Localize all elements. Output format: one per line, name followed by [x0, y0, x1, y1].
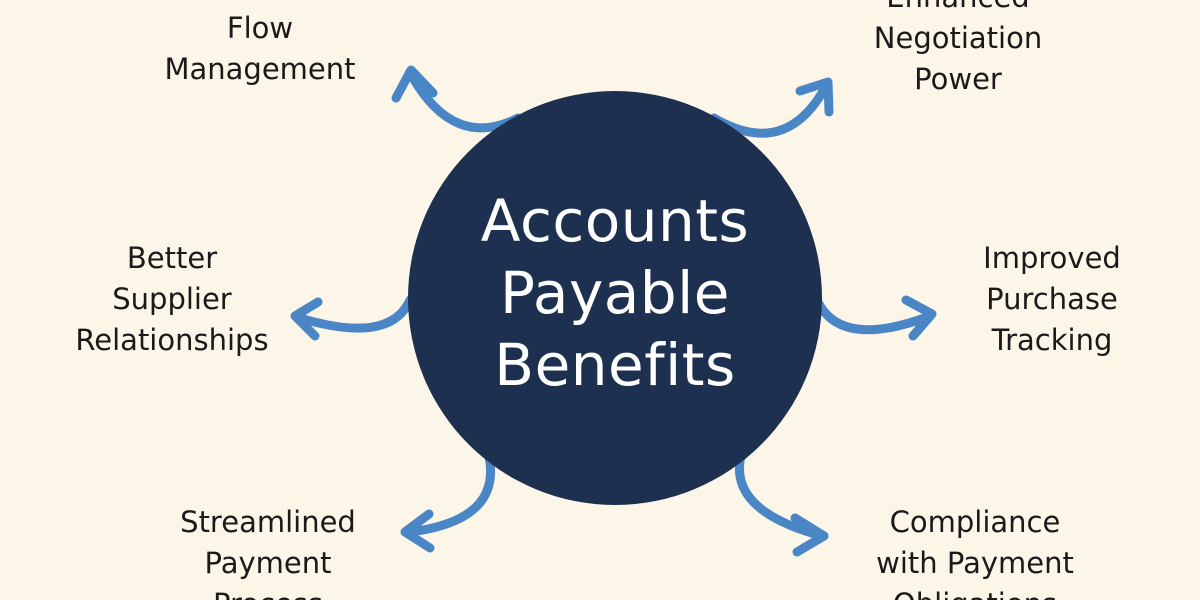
benefit-label-line: Supplier	[112, 282, 232, 316]
benefit-label-line: Relationships	[75, 323, 269, 357]
hub-title-line: Payable	[500, 259, 730, 327]
benefit-label-line: Payment	[204, 546, 332, 580]
benefit-label-line: Better	[126, 241, 218, 275]
arrow-to-streamlined-payment-process	[400, 447, 496, 553]
benefit-label-line: Management	[164, 52, 356, 86]
hub-title-line: Accounts	[480, 187, 750, 255]
arrow-to-better-supplier-relationships	[290, 295, 415, 341]
hub-title: Accounts Payable Benefits	[408, 185, 822, 401]
arrow-to-improved-purchase-tracking	[812, 295, 937, 341]
benefit-flow-management: Flow Management	[110, 8, 410, 90]
hub-title-line: Benefits	[494, 331, 736, 399]
benefit-label-line: Tracking	[991, 323, 1113, 357]
benefit-label-line: Obligations	[825, 584, 1125, 600]
benefit-label-line: Enhanced	[808, 0, 1108, 18]
benefit-label-line: with Payment	[876, 546, 1074, 580]
benefit-label-line: Compliance	[889, 505, 1061, 539]
benefit-streamlined-payment-process: Streamlined Payment Process	[118, 502, 418, 600]
arrow-to-flow-management	[391, 65, 523, 133]
benefit-label-line: Negotiation	[873, 21, 1043, 55]
benefit-label-line: Process	[118, 584, 418, 600]
benefit-enhanced-negotiation-power: Enhanced Negotiation Power	[808, 0, 1108, 100]
arrow-to-compliance-with-payment-obligations	[734, 447, 829, 557]
benefit-label-line: Improved	[983, 241, 1121, 275]
benefit-label-line: Purchase	[986, 282, 1118, 316]
benefit-compliance-with-payment-obligations: Compliance with Payment Obligations	[825, 502, 1125, 600]
benefit-label-line: Power	[914, 62, 1002, 96]
benefit-label-line: Flow	[226, 11, 294, 45]
benefit-better-supplier-relationships: Better Supplier Relationships	[22, 238, 322, 361]
benefit-label-line: Streamlined	[180, 505, 356, 539]
central-hub-circle	[408, 91, 822, 505]
benefit-improved-purchase-tracking: Improved Purchase Tracking	[902, 238, 1200, 361]
